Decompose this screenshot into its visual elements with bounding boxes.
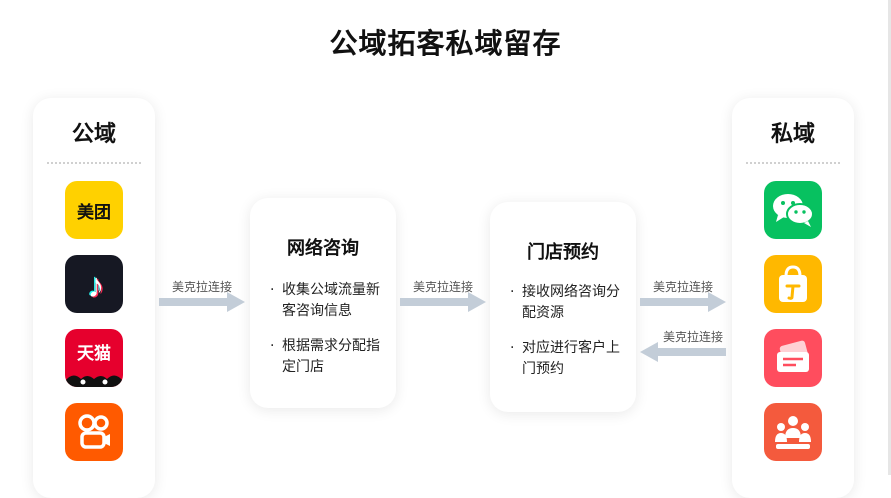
douyin-glyph: ♪ ♪ ♪ [86,266,106,303]
connector-label: 美克拉连接 [171,280,232,294]
group-chat-icon [764,403,822,461]
tmall-cat-eyes [65,375,123,387]
bullet-text: 根据需求分配指定门店 [282,338,380,375]
bullet-dot: · [270,282,275,298]
arrow-right-icon [159,292,245,312]
public-domain-panel: 公域 美团 ♪ ♪ ♪ 天猫 [33,98,155,498]
bullet-dot: · [270,338,275,354]
svg-text:♪: ♪ [86,266,103,303]
ticket-icon [764,329,822,387]
svg-text:♪: ♪ [89,268,106,303]
ticket-glyph [777,340,809,372]
step-bullet: · 对应进行客户上门预约 [510,338,622,380]
step-store-booking: 门店预约 · 接收网络咨询分配资源 · 对应进行客户上门预约 [490,202,636,412]
private-domain-title: 私域 [770,122,815,147]
shopping-bag-glyph [779,265,807,302]
svg-text:♪: ♪ [88,267,105,303]
divider [746,162,840,164]
page-title: 公域拓客私域留存 [329,27,562,60]
step-title: 门店预约 [527,242,599,263]
private-domain-panel: 私域 [732,98,854,498]
connector-arrow: 美克拉连接 [638,278,728,312]
connector-arrow: 美克拉连接 [157,278,247,312]
tmall-icon-label: 天猫 [77,344,111,364]
meituan-icon-label: 美团 [77,202,111,223]
bullet-dot: · [510,284,515,300]
kuaishou-icon [65,403,123,461]
bullet-text: 对应进行客户上门预约 [522,340,620,377]
connector-label: 美克拉连接 [652,280,713,294]
bullet-dot: · [510,340,515,356]
douyin-icon: ♪ ♪ ♪ [65,255,123,313]
step-bullet: · 接收网络咨询分配资源 [510,282,622,324]
public-domain-title: 公域 [71,122,116,147]
arrow-right-icon [400,292,486,312]
shopping-bag-icon [764,255,822,313]
connector-label: 美克拉连接 [412,280,473,294]
kuaishou-glyph [78,414,110,449]
connector-label: 美克拉连接 [662,330,723,344]
bullet-text: 收集公域流量新客咨询信息 [282,282,380,319]
wechat-icon [764,181,822,239]
step-bullet: · 根据需求分配指定门店 [270,336,382,378]
step-bullet: · 收集公域流量新客咨询信息 [270,280,382,322]
connector-arrow: 美克拉连接 [398,278,488,312]
tmall-icon: 天猫 [65,329,123,387]
bullet-text: 接收网络咨询分配资源 [522,284,620,321]
connector-arrow: 美克拉连接 [638,328,728,362]
step-title: 网络咨询 [287,238,359,259]
divider [47,162,141,164]
step-network-consult: 网络咨询 · 收集公域流量新客咨询信息 · 根据需求分配指定门店 [250,198,396,408]
arrow-left-icon [640,342,726,362]
group-chat-glyph [775,416,811,449]
wechat-glyph [773,194,814,227]
page-right-edge [888,0,891,475]
meituan-icon: 美团 [65,181,123,239]
arrow-right-icon [640,292,726,312]
